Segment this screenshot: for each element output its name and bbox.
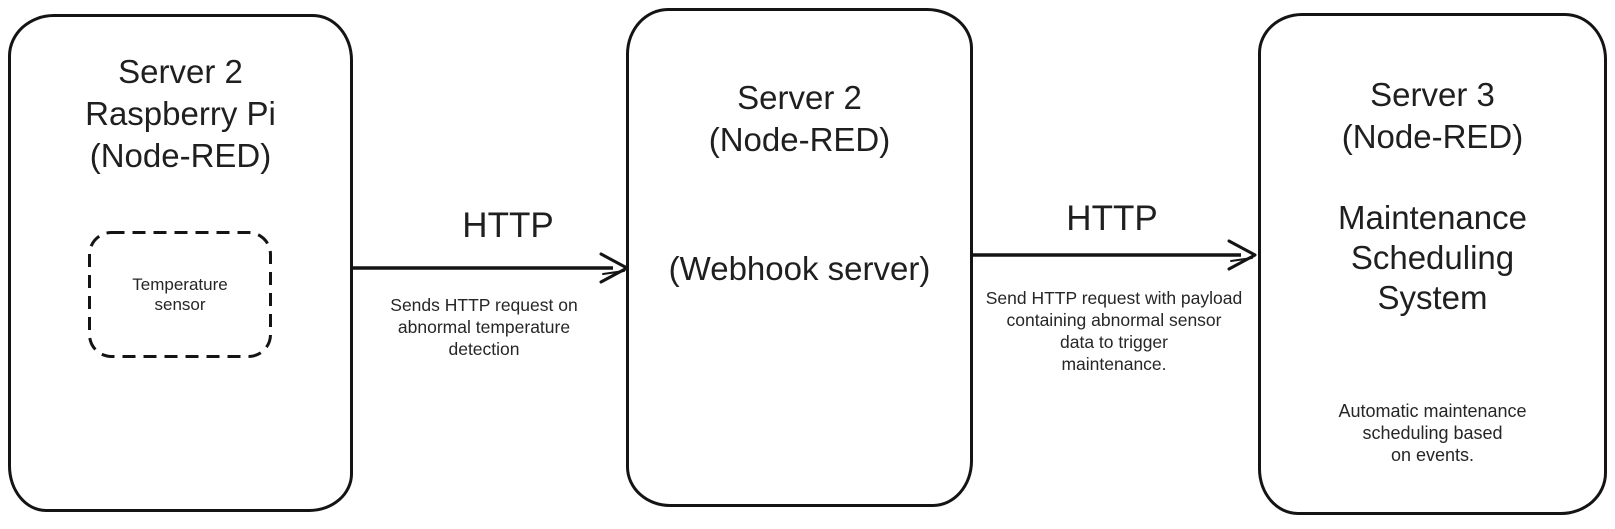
temperature-sensor-label: Temperature sensor — [88, 231, 272, 358]
edge2-description-line: Send HTTP request with payload — [985, 288, 1243, 308]
system-name-line: System — [1377, 279, 1488, 316]
edge1-description-line: abnormal temperature — [397, 317, 571, 337]
edge2-description-line: containing abnormal sensor — [1006, 310, 1222, 330]
edge1-description-line: detection — [448, 339, 520, 359]
node-title-line: (Node-RED) — [708, 121, 891, 158]
node-caption: Automatic maintenance scheduling based o… — [1261, 400, 1604, 466]
arrow-head-sketch-stroke — [602, 270, 625, 275]
node-title-line: Raspberry Pi — [85, 95, 276, 132]
edge2-protocol-label: HTTP — [1066, 199, 1158, 238]
node-server2-raspberry-pi: Server 2 Raspberry Pi (Node-RED) Tempera… — [8, 14, 353, 512]
node-title-line: Server 2 — [737, 79, 862, 116]
node-title-line: (Node-RED) — [1341, 118, 1524, 155]
node-caption-line: Automatic maintenance — [1338, 401, 1527, 421]
sensor-label-line: Temperature — [132, 274, 228, 294]
node-title: Server 3 (Node-RED) — [1261, 74, 1604, 158]
node-title: Server 2 (Node-RED) — [629, 77, 970, 161]
system-name-line: Maintenance — [1338, 199, 1527, 236]
edge1-description: Sends HTTP request on abnormal temperatu… — [334, 294, 634, 360]
node-title-line: Server 3 — [1370, 76, 1495, 113]
edge2-description: Send HTTP request with payload containin… — [949, 287, 1279, 375]
arrow-pi-to-webhook — [352, 252, 629, 284]
node-subtitle: (Webhook server) — [668, 250, 931, 287]
node-title: Server 2 Raspberry Pi (Node-RED) — [11, 51, 350, 177]
temperature-sensor-box: Temperature sensor — [88, 231, 272, 358]
node-caption-line: on events. — [1390, 445, 1475, 465]
node-server2-webhook: Server 2 (Node-RED) (Webhook server) — [626, 8, 973, 507]
sensor-label-line: sensor — [154, 294, 206, 314]
arrow-webhook-to-maintenance — [973, 239, 1257, 271]
node-title-line: (Node-RED) — [89, 137, 272, 174]
arrow-head-icon — [1227, 239, 1257, 271]
node-server3-maintenance: Server 3 (Node-RED) Maintenance Scheduli… — [1258, 13, 1607, 515]
node-caption-line: scheduling based — [1362, 423, 1503, 443]
dashed-border — [88, 231, 272, 358]
node-title-line: Server 2 — [118, 53, 243, 90]
arrow-head-sketch-stroke — [1230, 257, 1253, 262]
system-name-line: Scheduling — [1350, 239, 1515, 276]
edge1-protocol-label: HTTP — [462, 206, 554, 245]
node-system-name: Maintenance Scheduling System — [1261, 198, 1604, 318]
edge1-description-line: Sends HTTP request on — [390, 295, 578, 315]
edge2-description-line: maintenance. — [1061, 354, 1167, 374]
edge2-description-line: data to trigger — [1060, 332, 1168, 352]
